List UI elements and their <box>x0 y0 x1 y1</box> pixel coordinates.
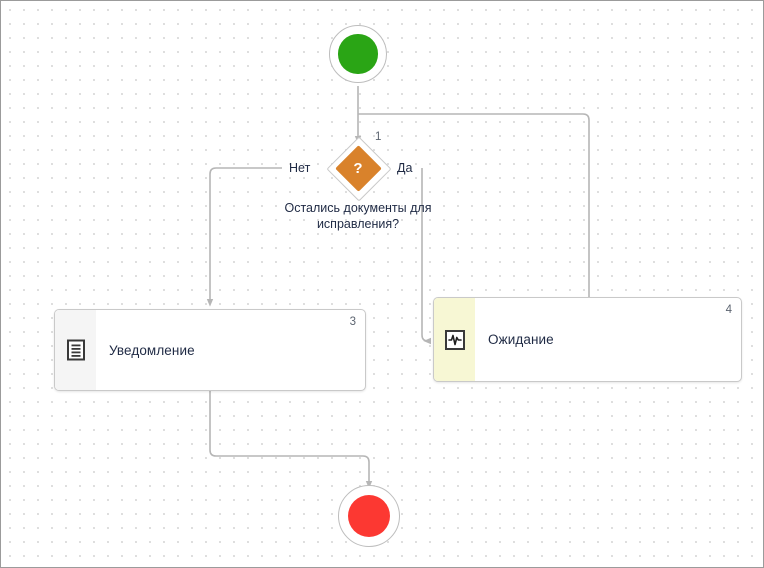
decision-node-caption: Остались документы для исправления? <box>284 201 432 231</box>
waiting-node[interactable]: Ожидание 4 <box>433 297 742 382</box>
waiting-node-body: Ожидание 4 <box>475 298 741 381</box>
decision-shape: ? <box>326 136 392 202</box>
notification-node[interactable]: Уведомление 3 <box>54 309 366 391</box>
edge-label-yes: Да <box>397 161 413 175</box>
edge-label-no: Нет <box>289 161 311 175</box>
notification-node-number: 3 <box>349 316 356 328</box>
waiting-node-label: Ожидание <box>488 332 554 347</box>
document-icon <box>66 339 85 361</box>
end-node[interactable] <box>338 485 400 547</box>
edge-notification-to-end <box>209 391 373 489</box>
decision-node-number: 1 <box>375 131 382 143</box>
decision-node[interactable]: ? <box>326 136 392 202</box>
question-mark-icon: ? <box>353 159 363 177</box>
notification-node-strip <box>55 310 96 390</box>
start-node-fill <box>338 34 378 74</box>
notification-node-body: Уведомление 3 <box>96 310 365 390</box>
waveform-icon <box>444 329 465 350</box>
edge-no-to-notification <box>206 167 282 307</box>
start-node[interactable] <box>329 25 387 83</box>
end-node-fill <box>348 495 390 537</box>
notification-node-label: Уведомление <box>109 342 195 358</box>
waiting-node-number: 4 <box>725 304 732 316</box>
waiting-node-strip <box>434 298 475 381</box>
edge-yes-to-waiting <box>421 168 431 345</box>
